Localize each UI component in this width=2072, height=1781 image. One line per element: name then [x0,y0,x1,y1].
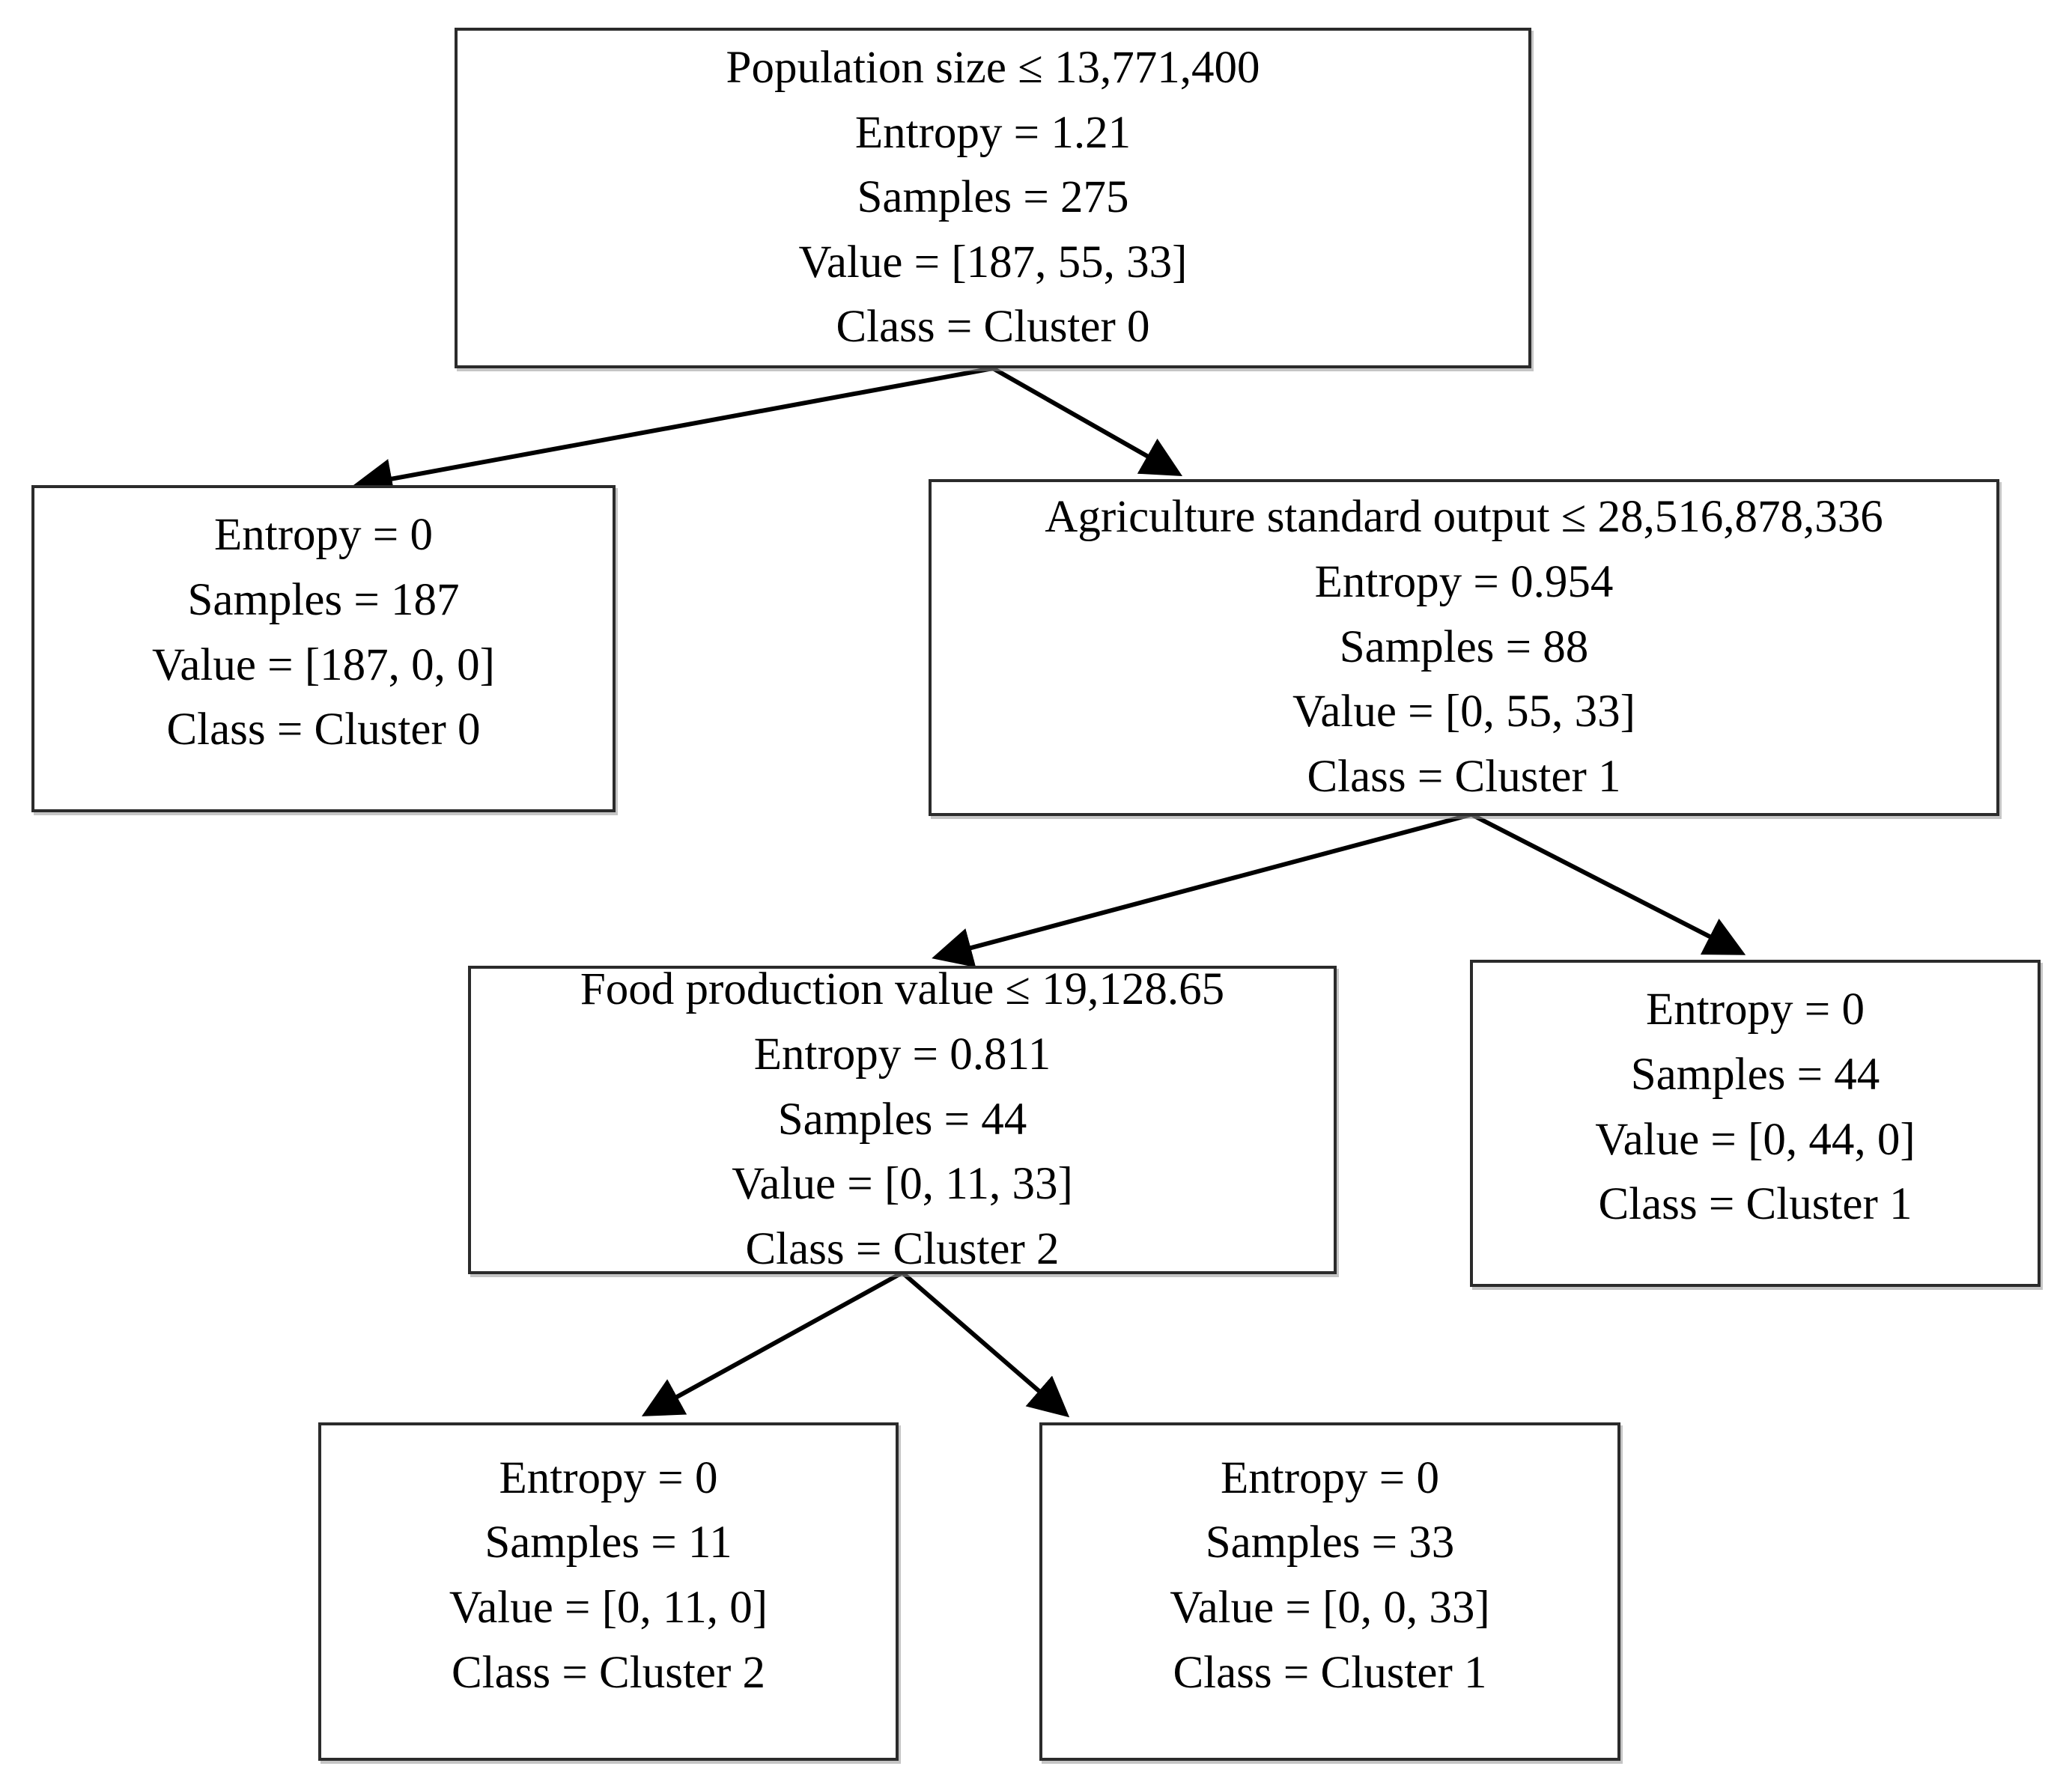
node-condition: Agriculture standard output ≤ 28,516,878… [1045,492,1883,543]
edge-root-to-left-leaf [352,366,994,499]
node-entropy: Entropy = 0.954 [1314,557,1614,608]
node-entropy: Entropy = 0 [1221,1452,1439,1503]
tree-node-food-left-leaf: Entropy = 0 Samples = 11 Value = [0, 11,… [318,1422,899,1761]
node-entropy: Entropy = 0.811 [753,1029,1051,1080]
tree-node-food-right-leaf: Entropy = 0 Samples = 33 Value = [0, 0, … [1039,1422,1620,1761]
node-class: Class = Cluster 0 [836,302,1150,353]
node-class: Class = Cluster 2 [451,1647,766,1698]
node-samples: Samples = 11 [484,1517,732,1568]
node-entropy: Entropy = 0 [214,510,433,561]
edge-agriculture-to-right-leaf [1470,812,1746,955]
edge-food-to-right-leaf [901,1270,1070,1418]
edge-root-to-agriculture [991,366,1183,477]
node-condition: Population size ≤ 13,771,400 [726,42,1260,93]
node-value: Value = [0, 55, 33] [1292,686,1635,737]
edge-agriculture-to-food [932,812,1472,968]
node-samples: Samples = 44 [1630,1049,1880,1100]
tree-node-agriculture: Agriculture standard output ≤ 28,516,878… [929,479,1999,816]
tree-node-left-leaf: Entropy = 0 Samples = 187 Value = [187, … [31,485,616,812]
node-entropy: Entropy = 0 [1646,984,1865,1035]
node-value: Value = [0, 0, 33] [1170,1583,1490,1633]
node-class: Class = Cluster 2 [745,1223,1060,1274]
tree-node-food-production: Food production value ≤ 19,128.65 Entrop… [468,964,1337,1274]
node-samples: Samples = 275 [857,172,1129,223]
node-value: Value = [0, 11, 33] [732,1159,1073,1210]
node-value: Value = [187, 55, 33] [798,237,1188,287]
node-samples: Samples = 33 [1205,1517,1455,1568]
tree-node-root: Population size ≤ 13,771,400 Entropy = 1… [455,28,1531,368]
node-samples: Samples = 88 [1339,621,1589,672]
edge-food-to-left-leaf [641,1270,904,1416]
node-value: Value = [0, 11, 0] [449,1583,768,1633]
node-class: Class = Cluster 1 [1307,751,1621,802]
tree-node-agri-right-leaf: Entropy = 0 Samples = 44 Value = [0, 44,… [1470,960,2041,1287]
node-samples: Samples = 187 [187,574,460,625]
node-value: Value = [187, 0, 0] [152,639,495,690]
node-samples: Samples = 44 [777,1094,1027,1145]
node-condition: Food production value ≤ 19,128.65 [580,964,1225,1015]
node-class: Class = Cluster 1 [1173,1647,1487,1698]
node-entropy: Entropy = 0 [499,1452,718,1503]
node-class: Class = Cluster 1 [1598,1179,1913,1230]
node-class: Class = Cluster 0 [166,704,481,755]
node-value: Value = [0, 44, 0] [1595,1114,1915,1165]
node-entropy: Entropy = 1.21 [854,107,1131,158]
